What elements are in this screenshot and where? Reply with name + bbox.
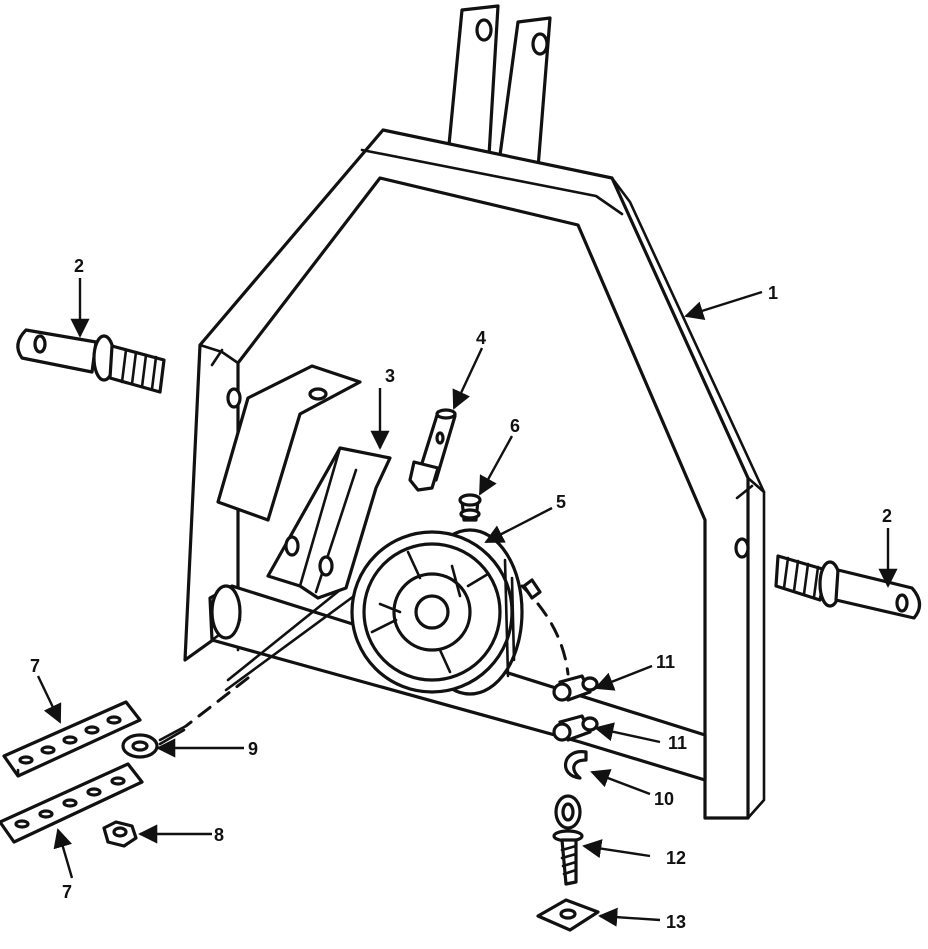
callout-2-left: 2 [74, 256, 84, 276]
callout-1: 1 [768, 283, 778, 303]
cable-eye-part-9 [121, 676, 250, 759]
reel-part-5 [224, 528, 524, 696]
callout-6: 6 [510, 416, 520, 436]
callout-3: 3 [385, 366, 395, 386]
pin-part-4 [408, 408, 457, 492]
clevis-pin-right-part-2 [774, 554, 922, 620]
callout-4: 4 [476, 328, 486, 348]
flat-strip-lower-part-7 [0, 762, 144, 844]
flat-strip-upper-part-7 [2, 700, 142, 778]
hex-nut-part-8 [102, 820, 138, 848]
mounting-bracket [216, 364, 362, 522]
callout-7-upper: 7 [30, 656, 40, 676]
square-washer-part-13 [536, 898, 600, 932]
callout-labels: 1 2 2 3 4 5 6 7 7 8 9 10 11 11 12 13 [30, 256, 892, 932]
cable-end-cap [522, 578, 542, 600]
leader-lines [36, 278, 898, 927]
clevis-pin-left-part-2 [16, 328, 166, 394]
cable-clamp-lower-part-11 [552, 714, 599, 742]
callout-7-lower: 7 [62, 882, 72, 902]
callout-13: 13 [666, 912, 686, 932]
fitting-part-6 [458, 493, 482, 522]
callout-11-upper: 11 [656, 652, 675, 672]
callout-11-lower: 11 [668, 733, 687, 753]
callout-12: 12 [666, 848, 686, 868]
callout-8: 8 [214, 825, 224, 845]
callout-10: 10 [654, 789, 674, 809]
cable-path-right [520, 584, 570, 676]
guide-channel-part-3 [266, 446, 392, 600]
u-clip-part-10 [563, 750, 588, 780]
callout-9: 9 [248, 739, 258, 759]
cable-clamp-upper-part-11 [552, 674, 599, 702]
eye-bolt-part-12 [552, 794, 584, 886]
callout-5: 5 [556, 492, 566, 512]
callout-2-right: 2 [882, 506, 892, 526]
